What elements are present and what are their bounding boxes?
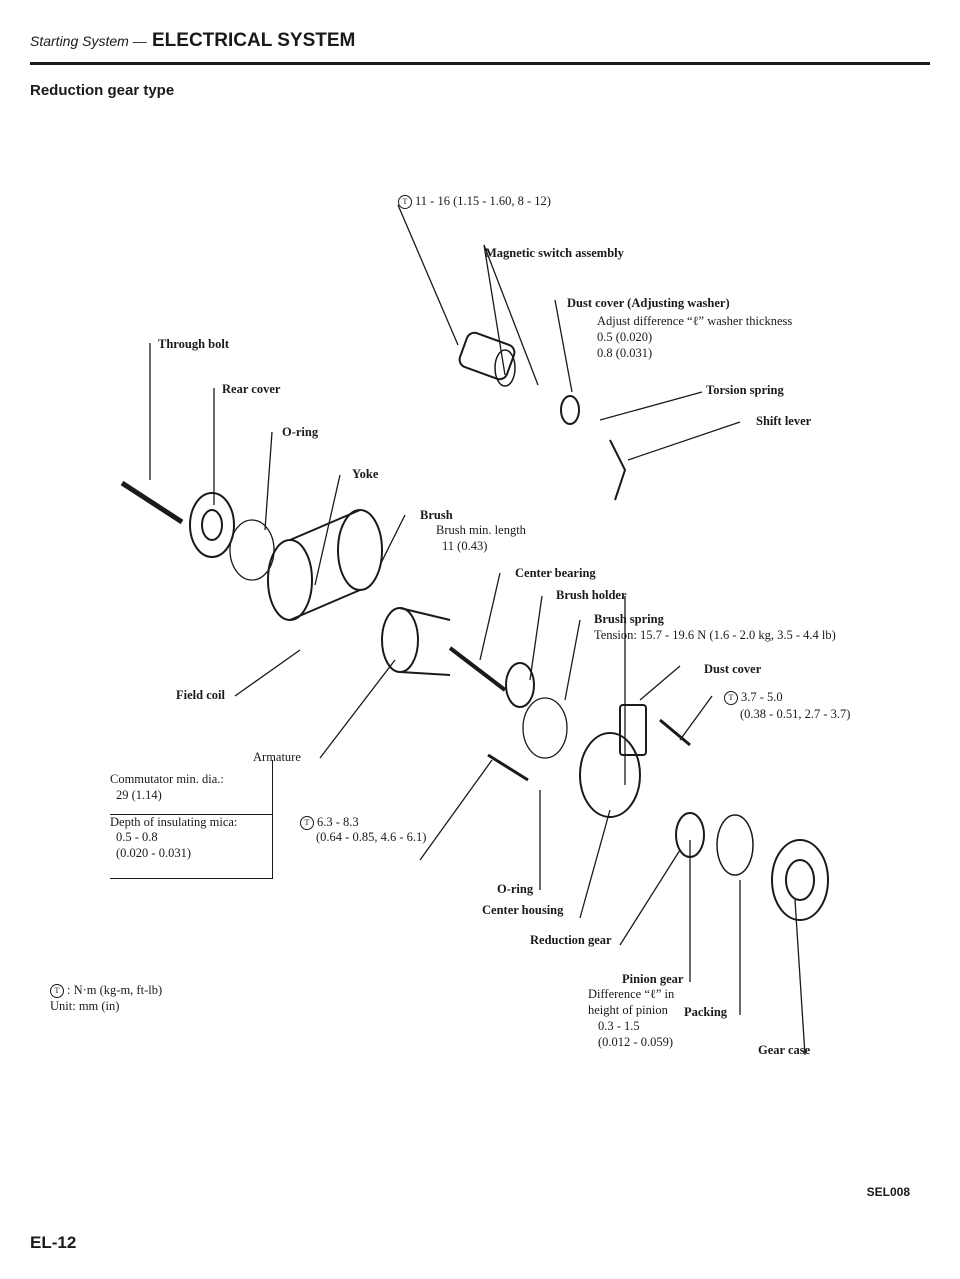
label-torque-mid-2: (0.64 - 0.85, 4.6 - 6.1) (316, 830, 427, 844)
figure-code: SEL008 (866, 1185, 910, 1199)
label-center-housing: Center housing (482, 903, 564, 917)
label-mica: Depth of insulating mica: (110, 814, 272, 830)
leader-o-ring-1 (264, 431, 273, 531)
label-magnetic-switch: Magnetic switch assembly (485, 246, 624, 260)
leader-torsion-spring (599, 391, 703, 421)
leader-shift-lever (627, 421, 741, 461)
label-yoke: Yoke (352, 467, 379, 481)
leader-center-housing (579, 809, 611, 919)
label-dust-cover-adj: Dust cover (Adjusting washer) (567, 296, 730, 310)
magnetic-switch-shape (458, 331, 516, 381)
label-reduction-gear: Reduction gear (530, 933, 612, 947)
page-header: Starting System — ELECTRICAL SYSTEM (30, 30, 356, 51)
label-tension: Tension: 15.7 - 19.6 N (1.6 - 2.0 kg, 3.… (594, 628, 836, 642)
label-torsion-spring: Torsion spring (706, 383, 784, 397)
header-rule (30, 62, 930, 65)
label-through-bolt: Through bolt (158, 337, 229, 351)
section-name: Starting System (30, 33, 129, 49)
leader-armature (319, 659, 396, 759)
label-rear-cover: Rear cover (222, 382, 281, 396)
label-torque-dust-2: (0.38 - 0.51, 2.7 - 3.7) (740, 707, 851, 721)
label-pinion-v2: (0.012 - 0.059) (598, 1035, 673, 1049)
legend-torque: T: N·m (kg-m, ft-lb) (50, 983, 162, 999)
through-bolt-shape (120, 480, 184, 525)
label-armature: Armature (253, 750, 301, 764)
leader-yoke (314, 474, 341, 586)
o-ring-1-shape (229, 519, 275, 581)
commutator-spec-box (110, 760, 273, 879)
center-bearing-shape (505, 662, 535, 708)
label-o-ring-1: O-ring (282, 425, 319, 439)
leader-gear-case (794, 899, 806, 1056)
center-housing-shape (579, 732, 641, 818)
label-pinion-diff-2: height of pinion (588, 1003, 668, 1017)
label-adj-v2: 0.8 (0.031) (597, 346, 653, 360)
armature-shape (381, 607, 419, 673)
o-ring-2-shape (522, 697, 568, 759)
reduction-gear-shape (675, 812, 705, 858)
label-adjust-diff: Adjust difference “ℓ” washer thickness (597, 314, 793, 328)
label-pinion-gear: Pinion gear (622, 972, 684, 986)
leader-dust-cover-adj (554, 299, 573, 393)
label-comm-dia-v: 29 (1.14) (116, 788, 162, 802)
rear-cover-shape (189, 492, 235, 558)
diagram-subtitle: Reduction gear type (30, 82, 175, 99)
leader-center-bearing (479, 572, 501, 661)
legend-unit: Unit: mm (in) (50, 999, 120, 1013)
packing-shape (716, 814, 754, 876)
leader-brush-spring (564, 619, 581, 701)
label-center-bearing: Center bearing (515, 566, 596, 580)
torque-icon: T (50, 984, 64, 999)
label-brush-len-v: 11 (0.43) (442, 539, 488, 553)
page-number: EL-12 (30, 1233, 77, 1252)
leader-brush (379, 514, 406, 566)
label-mica-v1: 0.5 - 0.8 (116, 830, 158, 844)
label-shift-lever: Shift lever (756, 414, 812, 428)
leader-field-coil (234, 649, 301, 697)
label-brush-spring: Brush spring (594, 612, 664, 626)
leader-magnetic-switch (483, 244, 506, 376)
label-dust-cover: Dust cover (704, 662, 762, 676)
label-packing: Packing (684, 1005, 728, 1019)
leader-torque-mid (419, 759, 493, 861)
label-adj-v1: 0.5 (0.020) (597, 330, 653, 344)
label-o-ring-2: O-ring (497, 882, 534, 896)
leader-torque-dust (679, 695, 713, 741)
label-field-coil: Field coil (176, 688, 225, 702)
label-brush-len: Brush min. length (436, 523, 526, 537)
leader-torque-top (397, 204, 459, 346)
label-brush-holder: Brush holder (556, 588, 627, 602)
shift-lever-shape (609, 439, 627, 501)
gear-case-shape (771, 839, 829, 921)
label-mica-v2: (0.020 - 0.031) (116, 846, 191, 860)
label-pinion-v1: 0.3 - 1.5 (598, 1019, 640, 1033)
leader-dust-cover (639, 665, 681, 701)
label-comm-dia: Commutator min. dia.: (110, 772, 224, 786)
label-brush: Brush (420, 508, 453, 522)
leader-reduction-gear (619, 849, 681, 946)
dust-cover-washer-shape (560, 395, 580, 425)
label-gear-case: Gear case (758, 1043, 811, 1057)
yoke-shape (289, 509, 361, 621)
page-title: ELECTRICAL SYSTEM (152, 30, 356, 51)
leader-brush-holder (529, 595, 543, 681)
label-pinion-diff: Difference “ℓ” in (588, 987, 675, 1001)
